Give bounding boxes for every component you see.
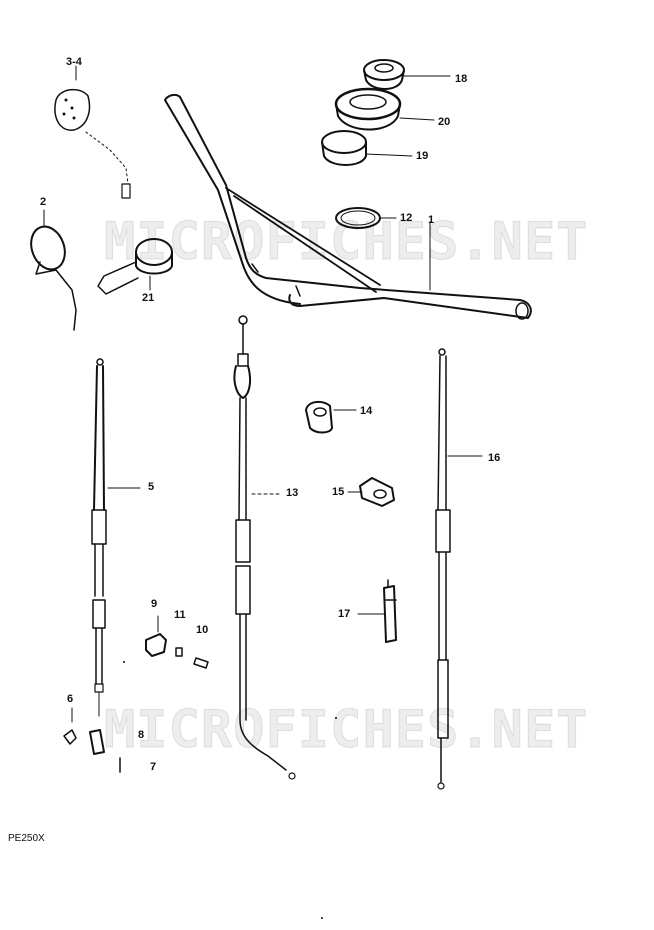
callout-19: 19: [416, 150, 429, 162]
cable-part-5: [91, 358, 141, 717]
callout-12: 12: [400, 212, 413, 224]
callout-9: 9: [151, 598, 158, 610]
callout-10: 10: [196, 624, 209, 636]
callout-3-4: 3-4: [66, 56, 82, 68]
callout-14: 14: [360, 405, 373, 417]
cable-part-16: [435, 348, 483, 790]
callout-13: 13: [286, 487, 299, 499]
callout-5: 5: [148, 481, 155, 493]
callout-21: 21: [142, 292, 155, 304]
watermark-bottom: MICROFICHES.NET: [104, 700, 589, 761]
fittings-parts-9-11-10: [145, 615, 209, 669]
holder-part-14: [305, 400, 357, 434]
callout-16: 16: [488, 452, 501, 464]
model-code: PE250X: [8, 833, 45, 844]
callout-18: 18: [455, 73, 468, 85]
bearing-parts: [321, 59, 451, 229]
watermark-top: MICROFICHES.NET: [104, 212, 589, 273]
fittings-parts-6-8-7: [63, 707, 121, 773]
callout-2: 2: [40, 196, 47, 208]
callout-1: 1: [428, 214, 435, 226]
throttle-part-21: [97, 238, 173, 295]
callout-8: 8: [138, 729, 145, 741]
callout-17: 17: [338, 608, 351, 620]
handlebar-part-1: [164, 93, 532, 320]
callout-7: 7: [150, 761, 157, 773]
callout-11: 11: [174, 609, 186, 621]
mirror-part-3-4: [54, 65, 131, 199]
cable-part-13: [233, 315, 296, 780]
clamp-part-15: [347, 477, 395, 507]
callout-15: 15: [332, 486, 345, 498]
mirror-part-2: [30, 209, 77, 331]
adjuster-part-17: [357, 579, 397, 643]
callout-20: 20: [438, 116, 451, 128]
callout-6: 6: [67, 693, 74, 705]
